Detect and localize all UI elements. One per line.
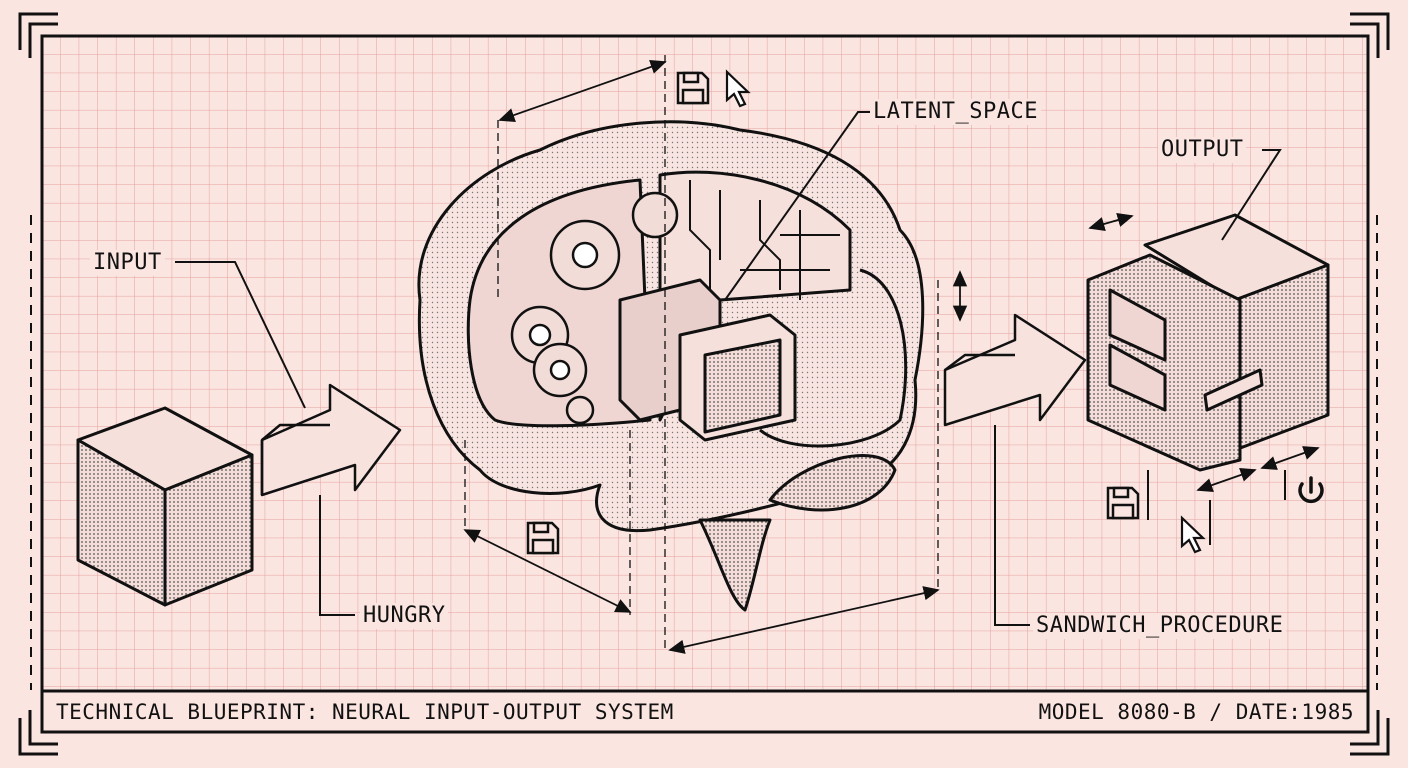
label-sandwich-procedure: SANDWICH_PROCEDURE <box>1033 613 1287 639</box>
cursor-arrow-icon <box>725 69 751 108</box>
power-icon <box>1298 476 1324 504</box>
label-output: OUTPUT <box>1158 137 1247 163</box>
floppy-disk-icon <box>526 521 560 555</box>
label-hungry: HUNGRY <box>360 603 449 629</box>
cursor-arrow-icon <box>1180 515 1206 554</box>
input-arrow <box>260 383 402 497</box>
corner-brackets <box>18 12 1390 756</box>
gears <box>510 191 679 425</box>
label-latent-space: LATENT_SPACE <box>870 99 1041 125</box>
floppy-disk-icon <box>676 71 710 105</box>
output-stack <box>1086 213 1330 472</box>
input-cube <box>76 406 254 607</box>
latent-space-chip <box>618 278 797 442</box>
floppy-disk-icon <box>1106 486 1140 520</box>
footer-model-date: MODEL 8080-B / DATE:1985 <box>1038 700 1354 724</box>
label-input: INPUT <box>90 250 165 276</box>
output-arrow <box>943 313 1087 427</box>
frame-border <box>40 34 1370 734</box>
footer-title: TECHNICAL BLUEPRINT: NEURAL INPUT-OUTPUT… <box>56 700 674 724</box>
circuit-traces <box>689 180 840 300</box>
